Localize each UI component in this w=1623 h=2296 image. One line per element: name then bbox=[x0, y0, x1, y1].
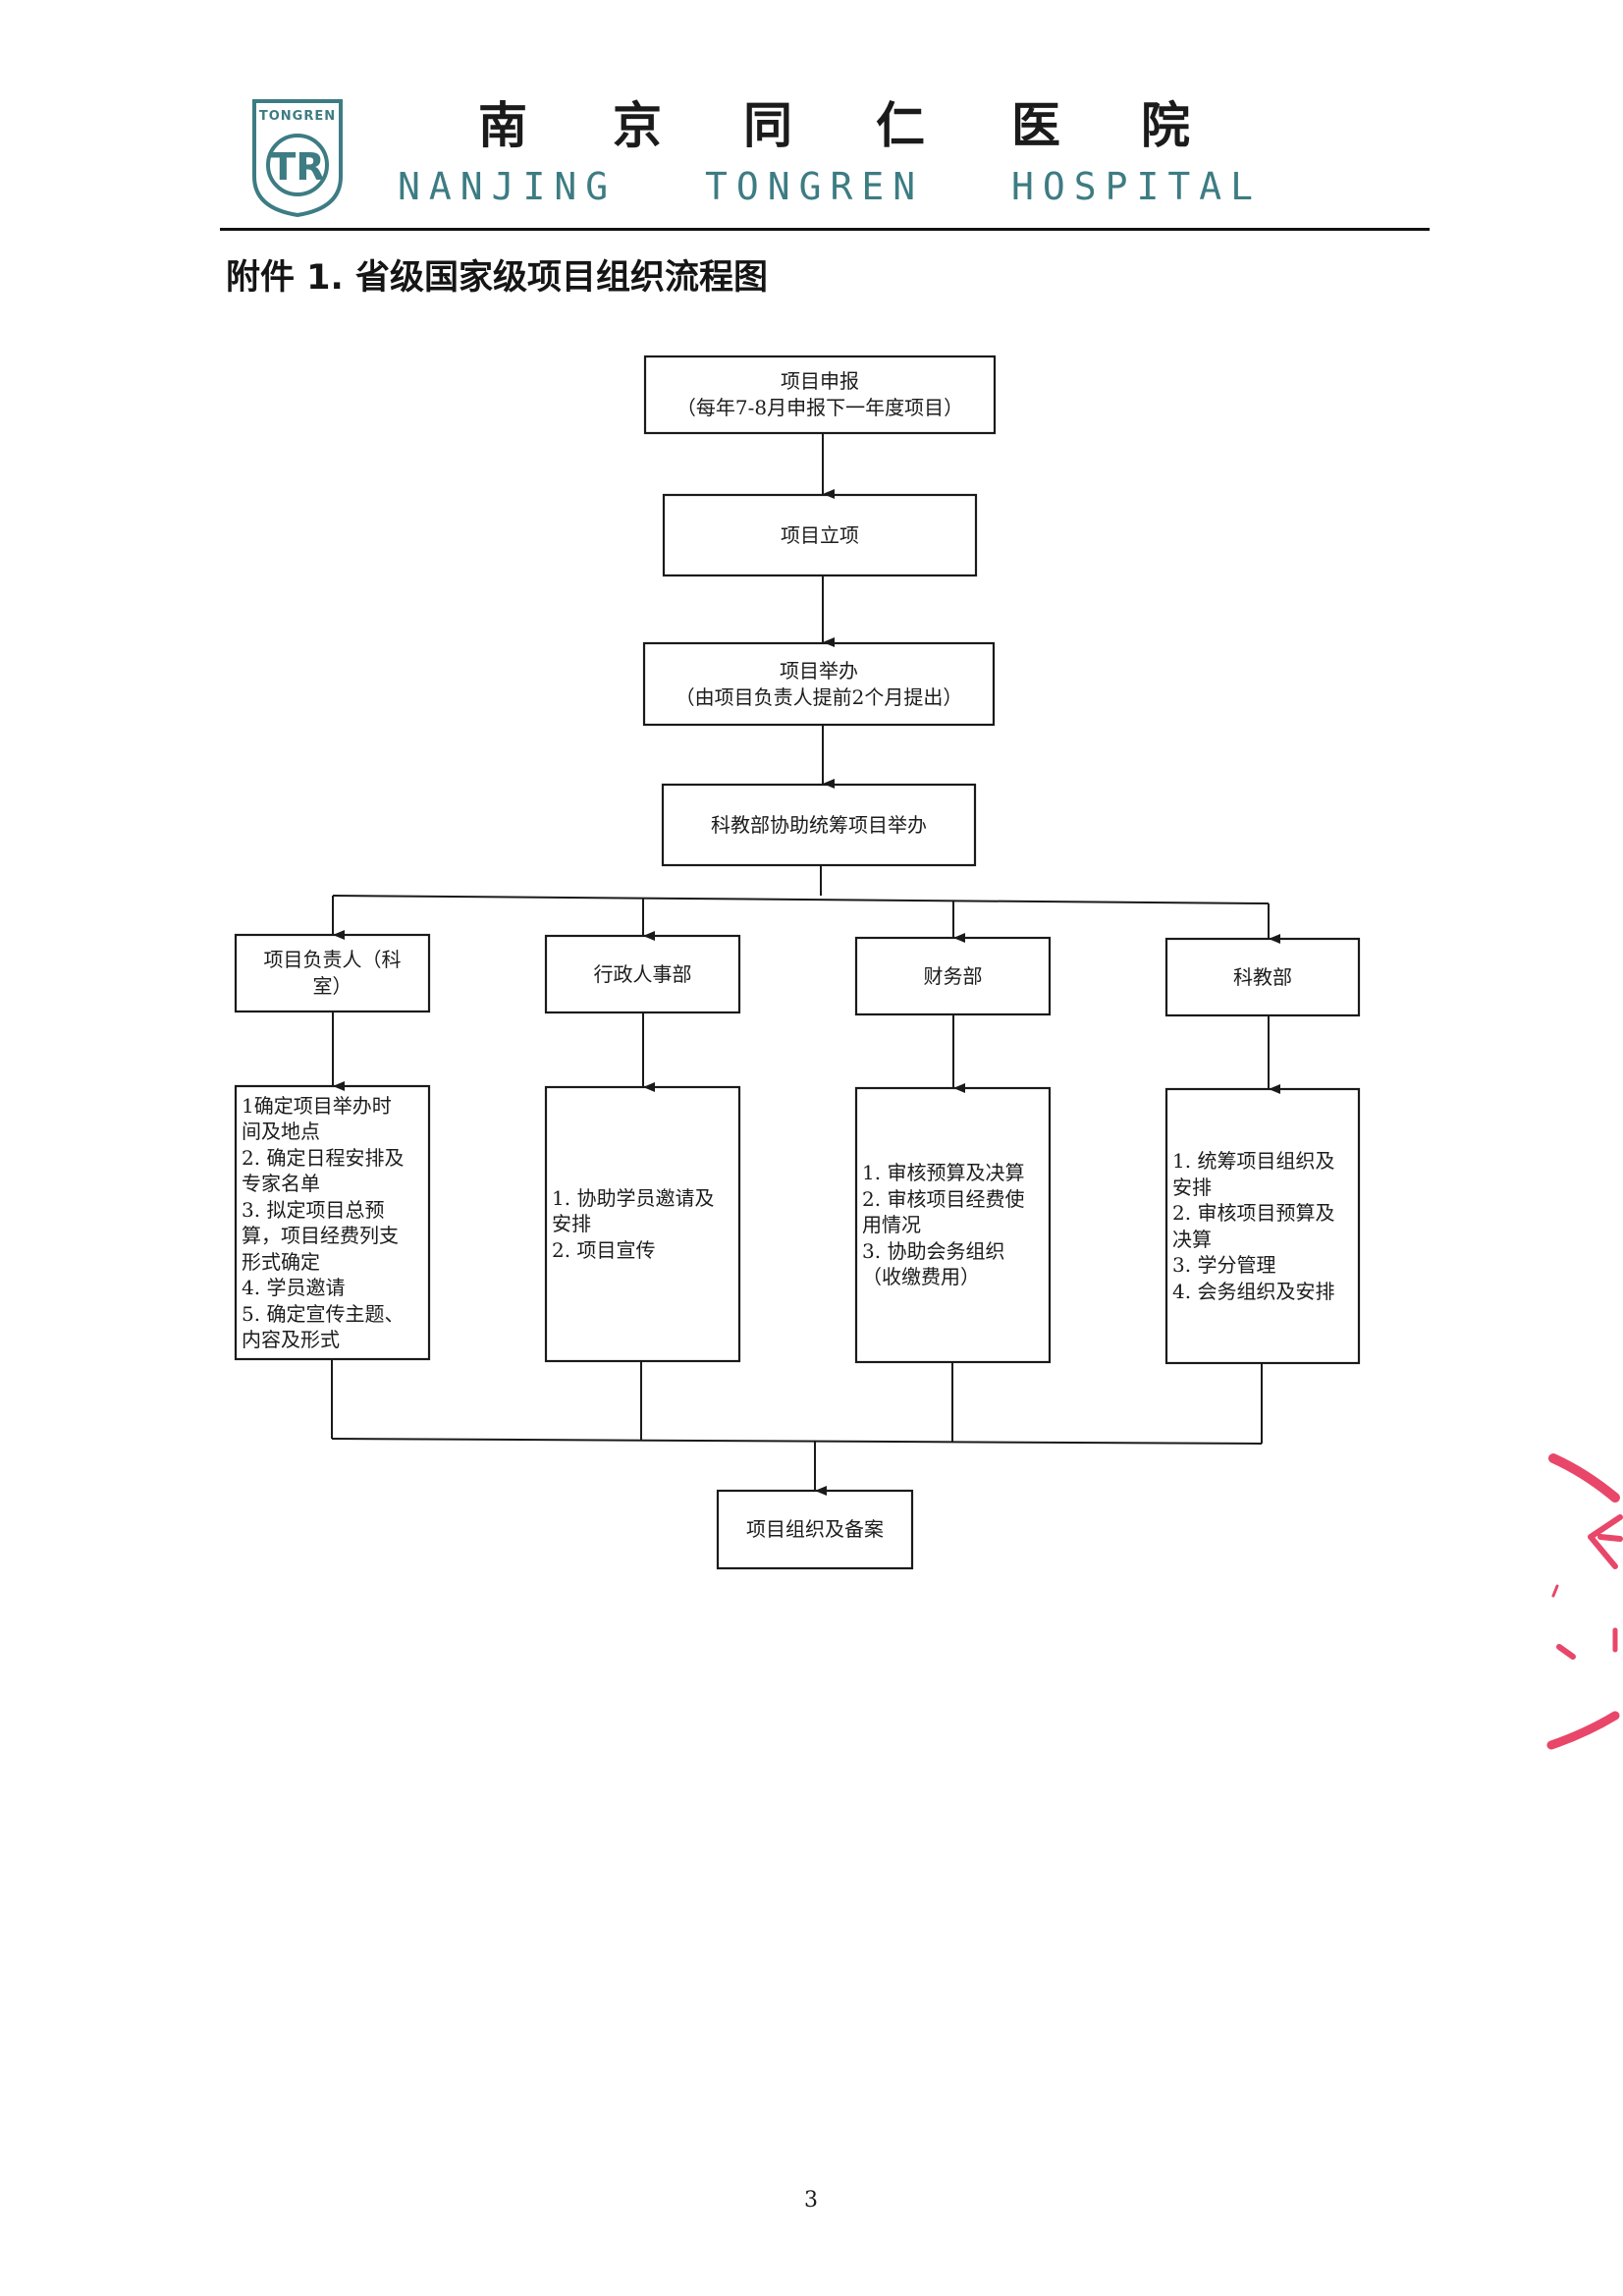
box-outline-project-leader bbox=[234, 933, 431, 1013]
box-outline-approve bbox=[662, 493, 978, 577]
box-outline-tasks-admin-hr bbox=[544, 1085, 741, 1363]
task-line: 算，项目经费列支 bbox=[242, 1224, 399, 1247]
task-line: 4. 会务组织及安排 bbox=[1172, 1279, 1335, 1303]
hospital-name-cn-char: 京 bbox=[613, 96, 662, 154]
task-line: 决算 bbox=[1172, 1227, 1212, 1251]
task-line: 3. 拟定项目总预 bbox=[242, 1197, 385, 1222]
task-line: 专家名单 bbox=[242, 1172, 320, 1195]
dept-science-education: 科教部 bbox=[1166, 939, 1359, 1015]
hospital-name-cn-char: 医 bbox=[1011, 96, 1060, 154]
step-apply-title: 项目申报 bbox=[781, 369, 859, 393]
dept-finance: 财务部 bbox=[856, 938, 1050, 1014]
step-record: 项目组织及备案 bbox=[718, 1491, 912, 1568]
tasks-finance: 1. 审核预算及决算 2. 审核项目经费使 用情况 3. 协助会务组织 （收缴费… bbox=[856, 1088, 1050, 1362]
box-outline-tasks-science-education bbox=[1164, 1087, 1361, 1365]
box-outline-tasks-project-leader bbox=[234, 1084, 431, 1361]
task-line: 2. 审核项目预算及 bbox=[1172, 1201, 1335, 1225]
dept-project-leader: 项目负责人（科 室） bbox=[236, 935, 429, 1011]
box-outline-coordinate bbox=[661, 783, 977, 867]
box-outline-tasks-finance bbox=[854, 1086, 1052, 1364]
box-outline-science-education bbox=[1164, 937, 1361, 1017]
task-line: 2. 审核项目经费使 bbox=[862, 1186, 1025, 1211]
step-coordinate-title: 科教部协助统筹项目举办 bbox=[711, 812, 927, 837]
task-line: 用情况 bbox=[862, 1213, 921, 1237]
dept-project-leader-name: 项目负责人（科 bbox=[263, 948, 402, 971]
task-line: 安排 bbox=[552, 1212, 591, 1236]
box-outline-record bbox=[716, 1489, 914, 1570]
branch-horizontal-line bbox=[332, 895, 1270, 904]
hospital-name-en-word: HOSPITAL bbox=[1011, 165, 1263, 208]
dept-admin-hr: 行政人事部 bbox=[546, 936, 739, 1012]
step-record-title: 项目组织及备案 bbox=[746, 1517, 884, 1541]
header-divider bbox=[220, 228, 1430, 231]
hospital-name-cn-char: 院 bbox=[1141, 96, 1190, 154]
box-outline-host bbox=[642, 641, 996, 727]
hospital-logo-icon: TONGREN TR bbox=[251, 98, 344, 218]
dept-finance-name: 财务部 bbox=[923, 963, 983, 988]
page-number: 3 bbox=[804, 2188, 818, 2213]
step-apply-note: （每年7-8月申报下一年度项目） bbox=[676, 396, 964, 419]
step-coordinate: 科教部协助统筹项目举办 bbox=[663, 785, 975, 865]
hospital-name-cn-char: 南 bbox=[478, 96, 527, 154]
task-line: 1. 协助学员邀请及 bbox=[552, 1185, 715, 1210]
dept-admin-hr-name: 行政人事部 bbox=[593, 961, 692, 986]
task-line: 1. 统筹项目组织及 bbox=[1172, 1149, 1335, 1173]
step-apply: 项目申报 （每年7-8月申报下一年度项目） bbox=[645, 356, 995, 433]
box-outline-admin-hr bbox=[544, 934, 741, 1014]
logo-monogram: TR bbox=[270, 145, 324, 189]
task-line: 3. 学分管理 bbox=[1172, 1253, 1276, 1277]
step-host-title: 项目举办 bbox=[779, 658, 858, 683]
task-line: 1确定项目举办时 bbox=[242, 1093, 392, 1118]
task-line: 1. 审核预算及决算 bbox=[862, 1161, 1025, 1185]
hospital-name-en-word: TONGREN bbox=[705, 165, 925, 208]
official-seal-icon bbox=[1532, 1429, 1623, 1763]
step-host-note: （由项目负责人提前2个月提出） bbox=[675, 684, 963, 709]
hospital-name-cn-char: 同 bbox=[743, 96, 792, 154]
dept-project-leader-name-cont: 室） bbox=[312, 974, 352, 998]
logo-text: TONGREN bbox=[259, 109, 336, 124]
box-outline-apply bbox=[643, 355, 997, 435]
task-line: 间及地点 bbox=[242, 1120, 320, 1143]
task-line: 4. 学员邀请 bbox=[242, 1276, 346, 1299]
task-line: 内容及形式 bbox=[242, 1328, 340, 1351]
hospital-name-cn-char: 仁 bbox=[876, 96, 925, 154]
dept-science-education-name: 科教部 bbox=[1233, 964, 1292, 989]
task-line: 安排 bbox=[1172, 1175, 1212, 1199]
task-line: 5. 确定宣传主题、 bbox=[242, 1301, 405, 1326]
task-line: 2. 确定日程安排及 bbox=[242, 1145, 405, 1170]
step-approve: 项目立项 bbox=[664, 495, 976, 575]
task-line: （收缴费用） bbox=[862, 1265, 980, 1289]
step-host: 项目举办 （由项目负责人提前2个月提出） bbox=[644, 643, 994, 725]
hospital-name-en-word: NANJING bbox=[398, 165, 618, 208]
task-line: 3. 协助会务组织 bbox=[862, 1238, 1005, 1263]
tasks-science-education: 1. 统筹项目组织及 安排 2. 审核项目预算及 决算 3. 学分管理 4. 会… bbox=[1166, 1089, 1359, 1363]
box-outline-finance bbox=[854, 936, 1052, 1016]
step-approve-title: 项目立项 bbox=[781, 522, 859, 547]
task-line: 形式确定 bbox=[242, 1249, 320, 1274]
merge-horizontal-line bbox=[331, 1438, 1263, 1445]
document-title: 附件 1. 省级国家级项目组织流程图 bbox=[226, 258, 769, 298]
task-line: 2. 项目宣传 bbox=[552, 1237, 656, 1262]
tasks-admin-hr: 1. 协助学员邀请及 安排 2. 项目宣传 bbox=[546, 1087, 739, 1361]
tasks-project-leader: 1确定项目举办时 间及地点 2. 确定日程安排及 专家名单 3. 拟定项目总预 … bbox=[236, 1086, 429, 1359]
